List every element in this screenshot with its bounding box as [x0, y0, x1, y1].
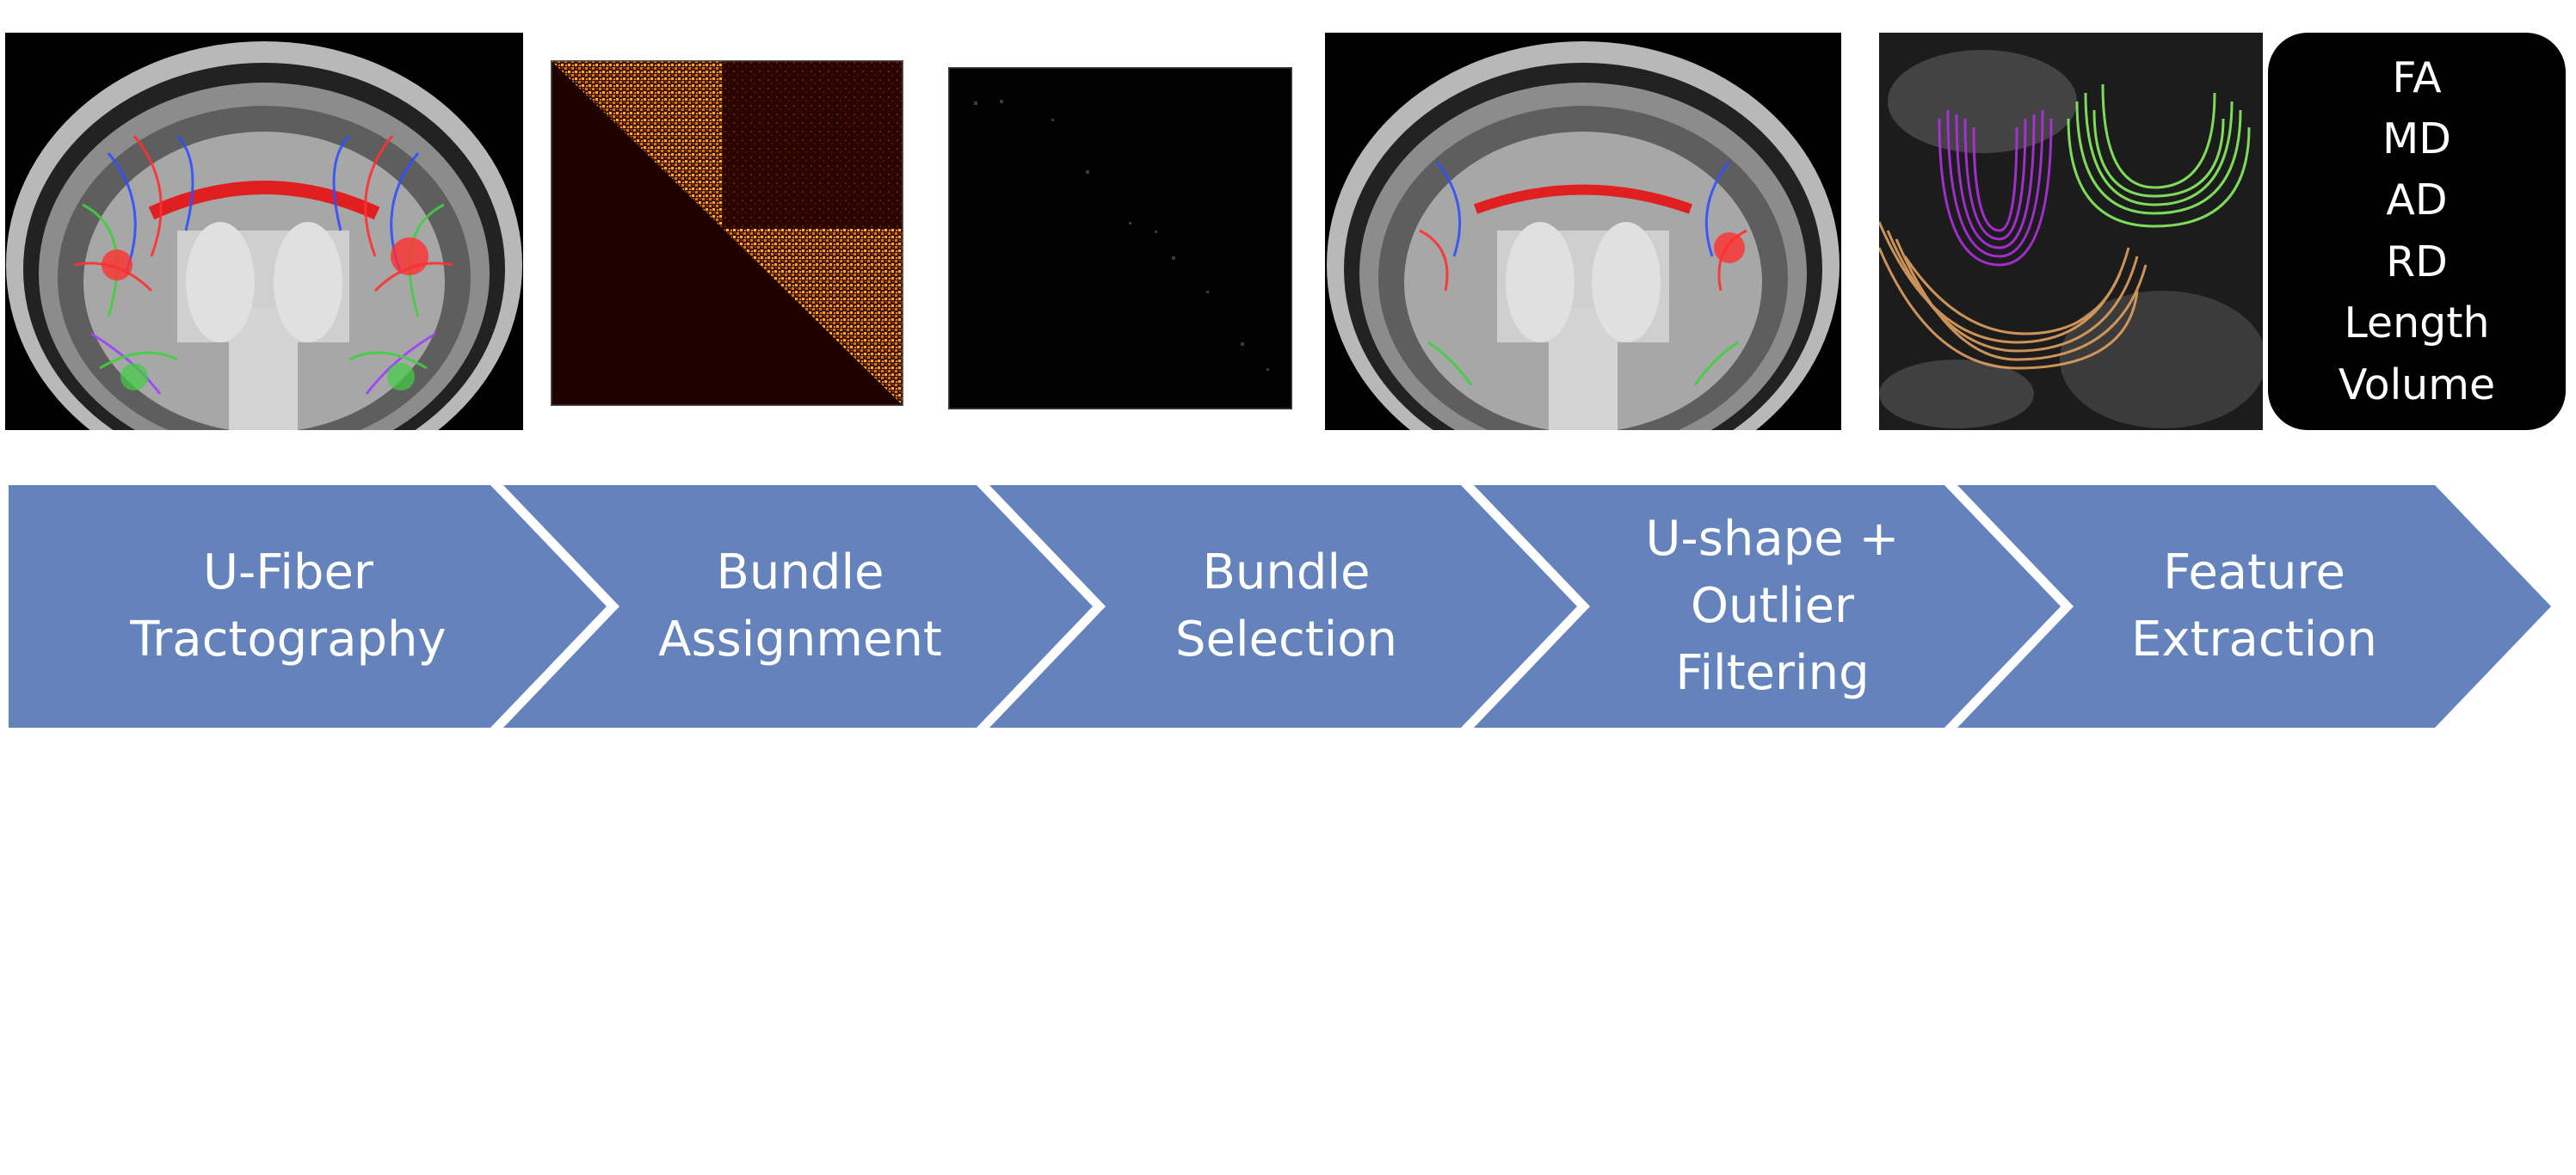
step-label-feature-extraction: Feature Extraction	[2013, 482, 2495, 731]
step-label-u-fiber-tractography: U-Fiber Tractography	[34, 482, 542, 731]
triangular-heatmap-matrix-icon	[551, 60, 903, 406]
brain-tractography-panel	[5, 33, 523, 430]
coronal-brain-mri-with-colored-fibers-icon	[5, 33, 523, 430]
brain-filtered-panel	[1325, 33, 1841, 430]
feature-volume: Volume	[2339, 362, 2495, 409]
coronal-brain-mri-filtered-fibers-icon	[1325, 33, 1841, 430]
step-label-bundle-assignment: Bundle Assignment	[559, 482, 1041, 731]
sparse-dark-matrix-icon	[948, 67, 1292, 409]
connectivity-matrix-panel	[551, 60, 903, 406]
feature-fa: FA	[2392, 55, 2441, 102]
step-label-bundle-selection: Bundle Selection	[1045, 482, 1527, 731]
3d-u-fiber-bundles-icon	[1879, 33, 2263, 430]
step-label-u-shape-outlier-filtering: U-shape + Outlier Filtering	[1531, 482, 2013, 731]
u-fiber-bundles-panel	[1879, 33, 2263, 430]
feature-md: MD	[2382, 116, 2451, 163]
pipeline-chevrons: U-Fiber Tractography Bundle Assignment B…	[0, 482, 2576, 731]
feature-ad: AD	[2386, 177, 2447, 224]
feature-length: Length	[2344, 300, 2489, 347]
feature-rd: RD	[2386, 239, 2448, 286]
selected-matrix-panel	[948, 67, 1292, 409]
feature-list-box: FA MD AD RD Length Volume	[2268, 33, 2566, 430]
